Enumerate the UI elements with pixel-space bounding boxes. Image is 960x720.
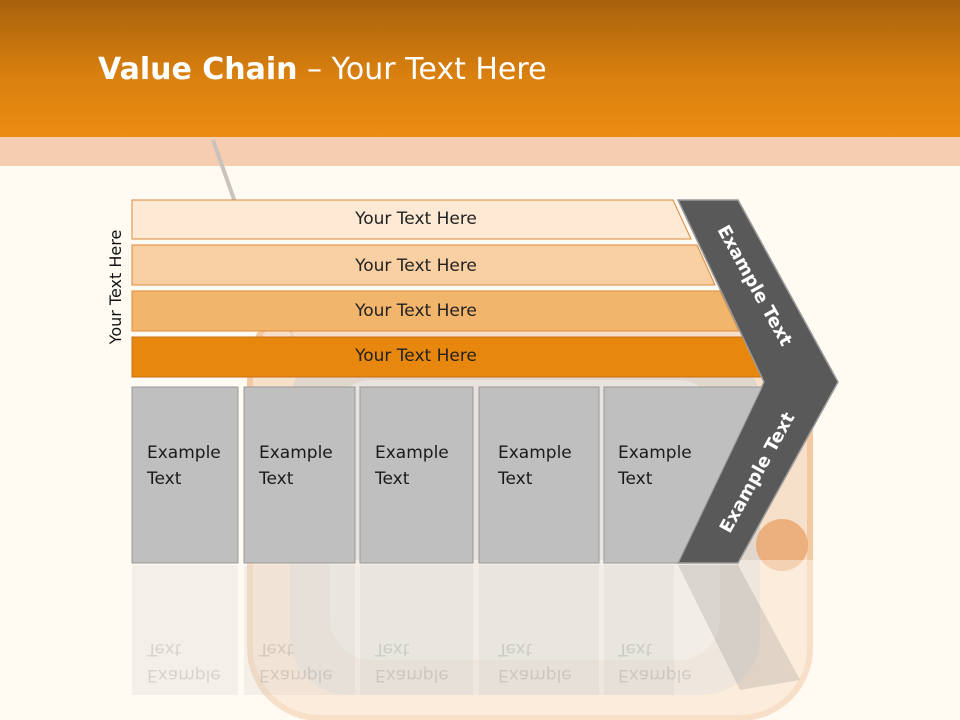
title-rest: – Your Text Here bbox=[297, 52, 547, 87]
header-banner bbox=[0, 0, 960, 137]
box-5-reflection-text: Example Text bbox=[618, 636, 710, 688]
box-1-reflection-line2: Text bbox=[147, 639, 182, 659]
side-label: Your Text Here bbox=[106, 229, 125, 345]
reflection-box-3 bbox=[360, 565, 473, 695]
reflection-chevron bbox=[678, 565, 800, 690]
box-3-reflection-line1: Example bbox=[375, 665, 449, 685]
box-4-reflection-line1: Example bbox=[498, 665, 572, 685]
reflection-box-5 bbox=[604, 565, 674, 695]
box-2 bbox=[243, 386, 356, 564]
bar-1 bbox=[131, 199, 692, 240]
box-2-reflection-text: Example Text bbox=[259, 636, 351, 688]
slide-title: Value Chain – Your Text Here bbox=[98, 52, 547, 87]
box-2-reflection-line1: Example bbox=[259, 665, 333, 685]
reflection-box-2 bbox=[244, 565, 355, 695]
bar-2-label: Your Text Here bbox=[355, 256, 477, 276]
chevron-arrow bbox=[676, 199, 839, 564]
box-4-line2: Text bbox=[498, 469, 533, 489]
box-4-reflection-text: Example Text bbox=[498, 636, 590, 688]
tv-knob bbox=[756, 519, 808, 571]
reflection-box-4 bbox=[479, 565, 599, 695]
box-1-reflection-line1: Example bbox=[147, 665, 221, 685]
box-2-line2: Text bbox=[259, 469, 294, 489]
box-5-reflection-line2: Text bbox=[618, 639, 653, 659]
box-5-reflection-line1: Example bbox=[618, 665, 692, 685]
box-4-line1: Example bbox=[498, 443, 572, 463]
bar-3-label: Your Text Here bbox=[355, 301, 477, 321]
box-3-reflection-text: Example Text bbox=[375, 636, 467, 688]
bar-2 bbox=[131, 244, 716, 286]
bar-3 bbox=[131, 290, 740, 332]
box-1 bbox=[131, 386, 239, 564]
box-3 bbox=[359, 386, 474, 564]
tv-antenna bbox=[211, 139, 238, 206]
diagram-reflection bbox=[132, 565, 800, 695]
box-5 bbox=[603, 386, 763, 564]
bar-1-label: Your Text Here bbox=[355, 209, 477, 229]
header-band bbox=[0, 137, 960, 166]
box-1-reflection-text: Example Text bbox=[147, 636, 239, 688]
box-1-line2: Text bbox=[147, 469, 182, 489]
box-4-reflection-line2: Text bbox=[498, 639, 533, 659]
reflection-box-1 bbox=[132, 565, 238, 695]
box-2-line1: Example bbox=[259, 443, 333, 463]
box-4 bbox=[478, 386, 600, 564]
box-3-line1: Example bbox=[375, 443, 449, 463]
box-2-reflection-line2: Text bbox=[259, 639, 294, 659]
bar-4-label: Your Text Here bbox=[355, 346, 477, 366]
box-5-line2: Text bbox=[618, 469, 653, 489]
box-5-line1: Example bbox=[618, 443, 692, 463]
box-3-line2: Text bbox=[375, 469, 410, 489]
box-1-line1: Example bbox=[147, 443, 221, 463]
box-3-reflection-line2: Text bbox=[375, 639, 410, 659]
title-bold: Value Chain bbox=[98, 52, 298, 87]
floor-fade bbox=[0, 560, 960, 720]
